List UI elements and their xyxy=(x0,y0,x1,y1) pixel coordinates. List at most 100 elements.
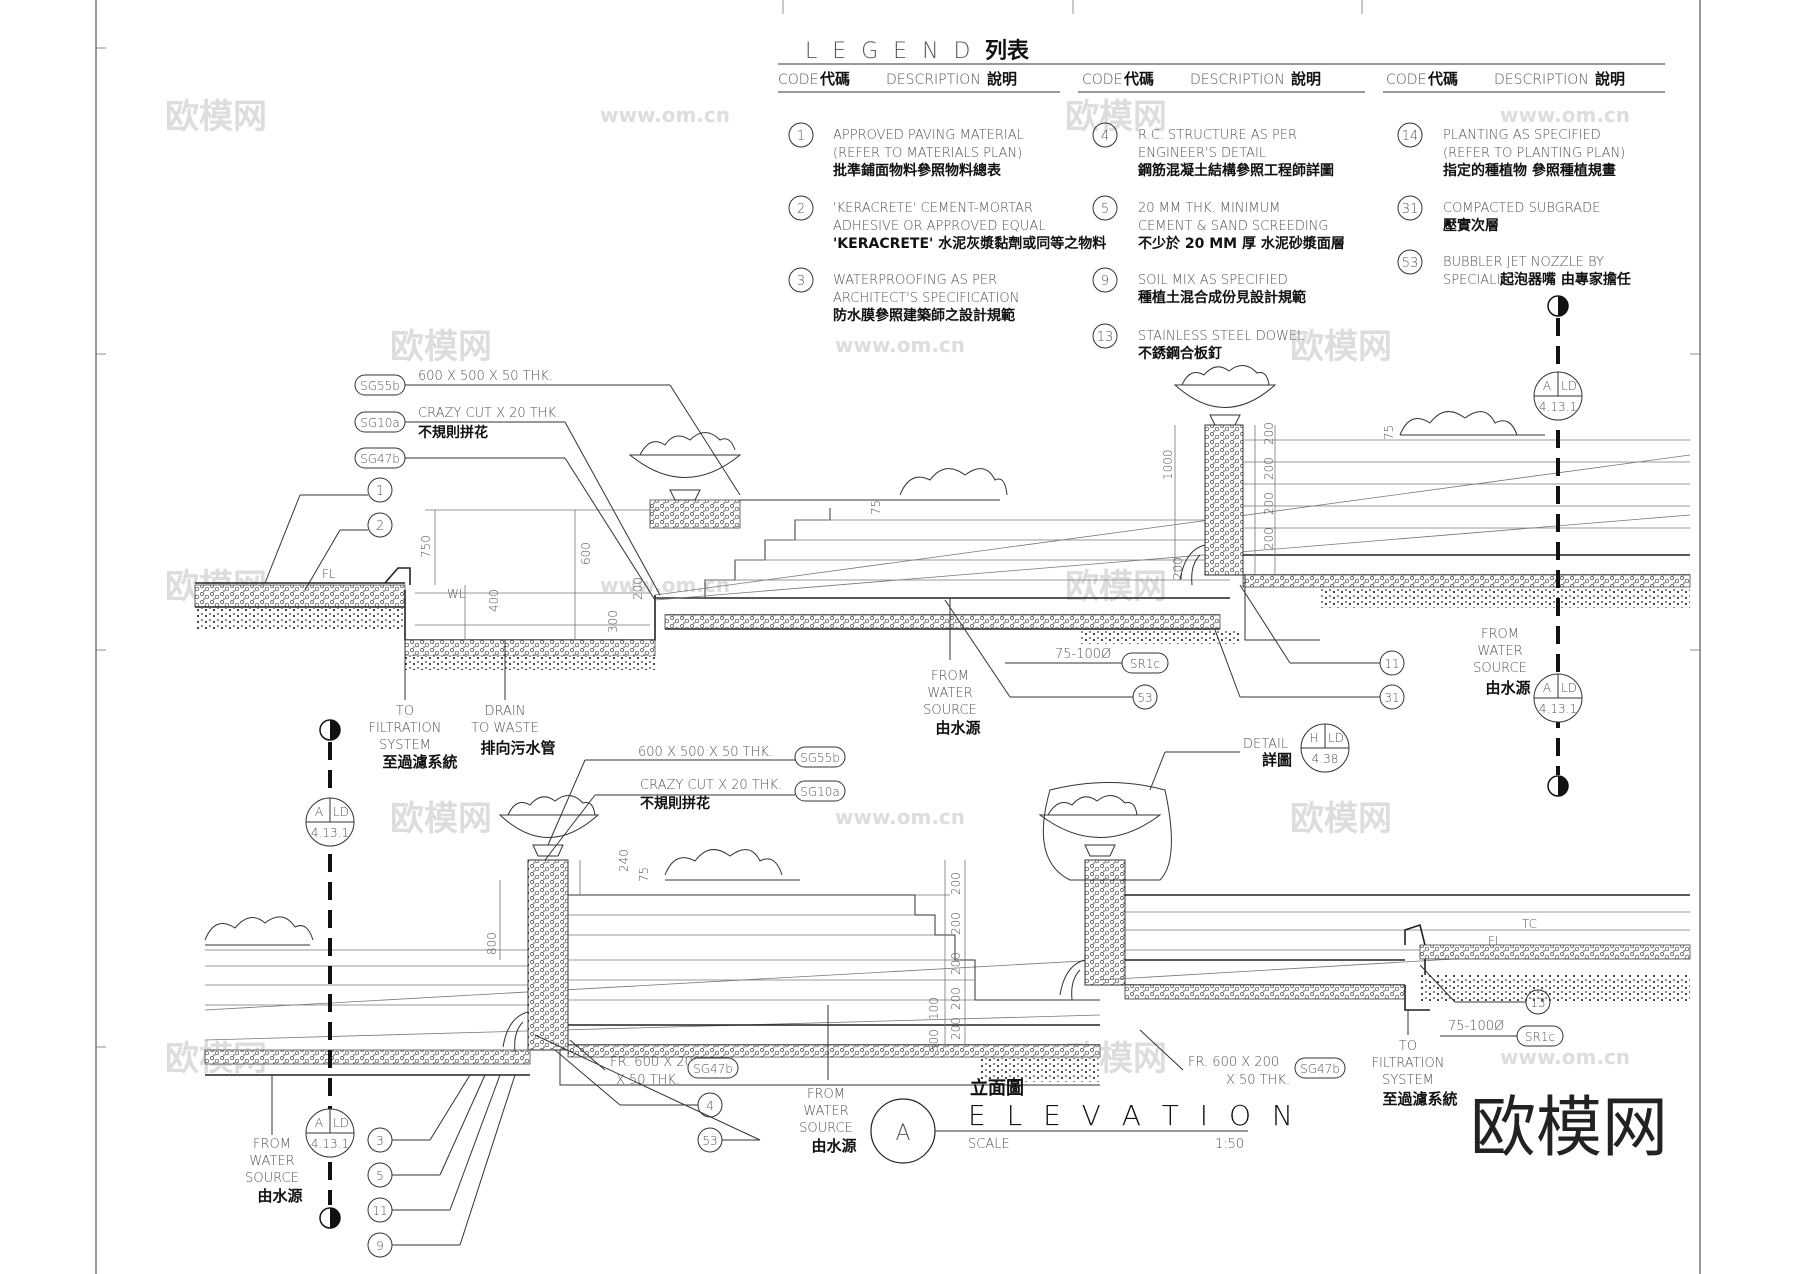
svg-text:SOURCE: SOURCE xyxy=(1473,661,1527,676)
svg-text:31: 31 xyxy=(1384,691,1399,705)
svg-text:SYSTEM: SYSTEM xyxy=(379,738,431,753)
svg-text:STAINLESS STEEL DOWEL: STAINLESS STEEL DOWEL xyxy=(1138,329,1304,344)
watermark-logo: 欧模网 xyxy=(1290,327,1392,367)
svg-text:SG55b: SG55b xyxy=(800,751,840,765)
svg-text:300: 300 xyxy=(927,1029,941,1052)
svg-text:3: 3 xyxy=(376,1134,384,1148)
svg-text:600: 600 xyxy=(579,542,593,565)
svg-text:說明: 說明 xyxy=(987,70,1017,88)
svg-text:A: A xyxy=(315,805,323,819)
note-from-water-source: FROM WATER SOURCE 由水源 xyxy=(923,598,981,737)
legend-title: L E G E N D xyxy=(805,39,974,64)
svg-text:SG10a: SG10a xyxy=(800,785,840,799)
svg-text:FR. 600 X 200: FR. 600 X 200 xyxy=(610,1055,701,1070)
watermark-url: www.om.cn xyxy=(835,805,965,829)
svg-text:說明: 說明 xyxy=(1291,70,1321,88)
top-section-annotations: SG55b 600 X 500 X 50 THK. SG10a CRAZY CU… xyxy=(264,295,1583,797)
callout: 5 xyxy=(367,1074,486,1188)
svg-text:DESCRIPTION: DESCRIPTION xyxy=(886,72,981,88)
legend-item: 14 PLANTING AS SPECIFIED (REFER TO PLANT… xyxy=(1397,122,1625,179)
svg-text:代碼: 代碼 xyxy=(819,70,850,88)
svg-text:PLANTING AS SPECIFIED: PLANTING AS SPECIFIED xyxy=(1443,128,1601,143)
scale-value: 1:50 xyxy=(1215,1137,1244,1152)
legend-item: 9 SOIL MIX AS SPECIFIED 種植土混合成份見設計規範 xyxy=(1092,267,1306,306)
svg-text:TO: TO xyxy=(396,704,414,719)
section-mark: A LD 4.13.1 xyxy=(305,797,355,847)
svg-text:由水源: 由水源 xyxy=(257,1187,302,1205)
svg-text:ENGINEER'S DETAIL: ENGINEER'S DETAIL xyxy=(1138,146,1266,161)
svg-text:FROM: FROM xyxy=(931,669,969,684)
watermark-url: www.om.cn xyxy=(1500,103,1630,127)
svg-text:240: 240 xyxy=(617,849,631,872)
svg-text:DETAIL: DETAIL xyxy=(1243,737,1288,752)
svg-text:53: 53 xyxy=(1137,691,1152,705)
svg-text:4.13.1: 4.13.1 xyxy=(311,826,349,840)
top-section-drawing xyxy=(194,365,1691,670)
detail-callout: DETAIL 詳圖 H LD 4.38 xyxy=(1149,723,1350,791)
svg-text:WATER: WATER xyxy=(249,1154,294,1169)
svg-text:1: 1 xyxy=(376,484,384,499)
dim-pipe: 75-100Ø xyxy=(1055,647,1111,662)
svg-text:X 50 THK.: X 50 THK. xyxy=(616,1073,680,1088)
note-to-filtration: TO FILTRATION SYSTEM 至過濾系統 xyxy=(369,640,458,771)
svg-text:4.13.1: 4.13.1 xyxy=(311,1137,349,1151)
elevation-title-cjk: 立面圖 xyxy=(970,1077,1024,1099)
svg-text:代碼: 代碼 xyxy=(1123,70,1154,88)
svg-text:A: A xyxy=(1543,681,1551,695)
callout: 31 xyxy=(1214,629,1405,710)
svg-text:WATERPROOFING AS PER: WATERPROOFING AS PER xyxy=(833,273,997,288)
svg-text:BUBBLER JET NOZZLE BY: BUBBLER JET NOZZLE BY xyxy=(1443,255,1604,270)
watermark-logo: 欧模网 xyxy=(1290,799,1392,839)
svg-text:800: 800 xyxy=(485,932,499,955)
material-tag: 600 X 500 X 50 THK. SG55b xyxy=(547,745,846,846)
svg-text:CODE: CODE xyxy=(778,72,818,88)
svg-text:DRAIN: DRAIN xyxy=(485,704,526,719)
material-tag: SR1c xyxy=(1440,1025,1564,1047)
svg-text:200: 200 xyxy=(1262,492,1276,515)
svg-text:WATER: WATER xyxy=(1477,644,1522,659)
svg-text:SG10a: SG10a xyxy=(360,416,400,430)
svg-text:(REFER TO MATERIALS PLAN): (REFER TO MATERIALS PLAN) xyxy=(833,146,1022,161)
section-cut-line-left xyxy=(319,719,341,1229)
svg-text:X 50 THK.: X 50 THK. xyxy=(1226,1073,1290,1088)
svg-text:至過濾系統: 至過濾系統 xyxy=(382,753,457,771)
svg-text:400: 400 xyxy=(487,589,501,612)
svg-text:200: 200 xyxy=(1262,457,1276,480)
svg-text:SG55b: SG55b xyxy=(360,379,400,393)
svg-text:5: 5 xyxy=(376,1169,384,1183)
legend-header-1: CODE 代碼 DESCRIPTION 說明 xyxy=(778,70,1060,93)
svg-text:SYSTEM: SYSTEM xyxy=(1382,1073,1434,1088)
section-mark: A LD 4.13.1 xyxy=(1533,371,1583,421)
svg-text:不少於 20 MM 厚 水泥砂漿面層: 不少於 20 MM 厚 水泥砂漿面層 xyxy=(1138,235,1345,252)
scale-label: SCALE xyxy=(968,1137,1010,1152)
svg-text:SOURCE: SOURCE xyxy=(245,1171,299,1186)
callout: 13 xyxy=(1419,964,1551,1015)
bottom-section-annotations: 600 X 500 X 50 THK. SG55b CRAZY CUT X 20… xyxy=(245,719,1564,1258)
svg-text:1: 1 xyxy=(797,129,805,144)
svg-text:COMPACTED SUBGRADE: COMPACTED SUBGRADE xyxy=(1443,201,1600,216)
wl-label: WL xyxy=(447,587,466,601)
svg-text:13: 13 xyxy=(1530,996,1545,1010)
callout: 2 xyxy=(304,512,393,591)
svg-text:DESCRIPTION: DESCRIPTION xyxy=(1494,72,1589,88)
svg-text:LD: LD xyxy=(1561,681,1577,695)
svg-text:SOIL MIX AS SPECIFIED: SOIL MIX AS SPECIFIED xyxy=(1138,273,1288,288)
svg-text:75: 75 xyxy=(637,867,651,882)
note-from-water-source: FROM WATER SOURCE 由水源 xyxy=(245,1075,303,1205)
tc-label: TC xyxy=(1522,917,1537,931)
note-to-filtration: TO FILTRATION SYSTEM 至過濾系統 xyxy=(1372,1010,1458,1108)
legend-item: 2 'KERACRETE' CEMENT-MORTAR ADHESIVE OR … xyxy=(788,195,1106,252)
svg-text:750: 750 xyxy=(419,535,433,558)
svg-text:300: 300 xyxy=(606,610,620,633)
frame-note-left: FR. 600 X 200 X 50 THK. SG47b xyxy=(569,1039,739,1088)
legend-item: 5 20 MM THK. MINIMUM CEMENT & SAND SCREE… xyxy=(1092,195,1345,252)
callout: 9 xyxy=(367,1074,516,1258)
svg-text:LD: LD xyxy=(333,805,349,819)
watermark-logo: 欧模网 xyxy=(390,799,492,839)
svg-text:31: 31 xyxy=(1402,202,1419,217)
svg-text:100: 100 xyxy=(927,997,941,1020)
svg-text:FROM: FROM xyxy=(807,1087,845,1102)
svg-text:WATER: WATER xyxy=(803,1104,848,1119)
material-tag: CRAZY CUT X 20 THK. 不規則拼花 SG10a xyxy=(544,778,846,861)
svg-text:至過濾系統: 至過濾系統 xyxy=(1382,1090,1457,1108)
